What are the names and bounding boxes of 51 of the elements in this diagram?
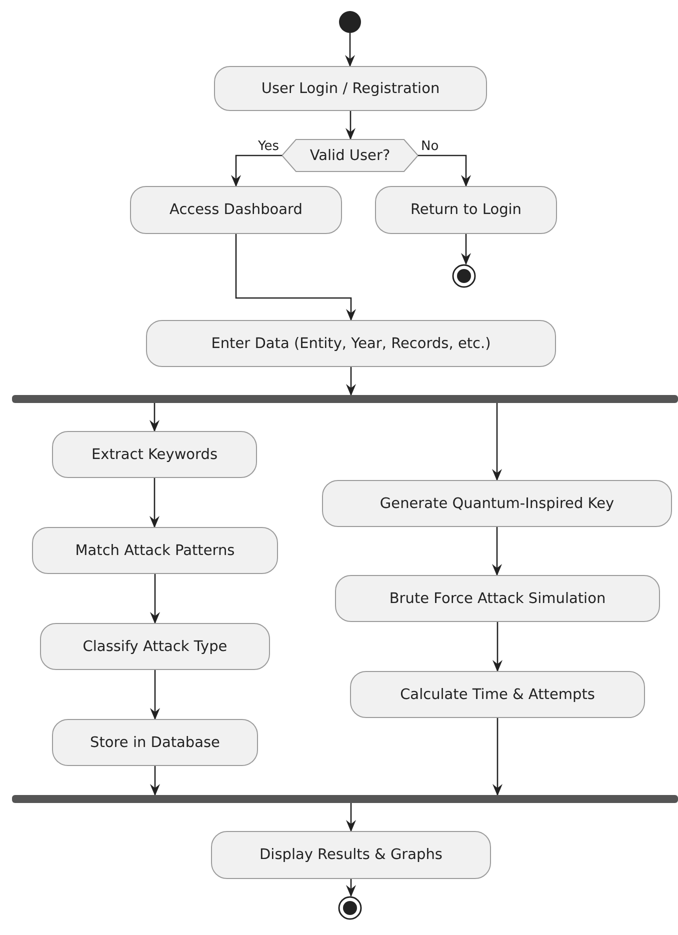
action-box xyxy=(146,320,556,367)
action-box xyxy=(40,623,270,670)
arrow xyxy=(345,33,355,67)
arrow xyxy=(346,879,356,897)
sync-bar xyxy=(12,395,678,403)
end-node xyxy=(338,896,362,920)
arrow xyxy=(150,574,160,624)
action-box xyxy=(335,575,660,622)
node-label: Extract Keywords xyxy=(91,446,218,462)
node-label: User Login / Registration xyxy=(261,80,440,96)
node-label: Generate Quantum-Inspired Key xyxy=(380,496,614,512)
arrow xyxy=(492,718,502,796)
arrow xyxy=(346,367,356,396)
node-label: Enter Data (Entity, Year, Records, etc.) xyxy=(211,336,491,352)
node-label: Brute Force Attack Simulation xyxy=(389,590,606,606)
node-label: Access Dashboard xyxy=(170,202,302,218)
arrow xyxy=(492,622,502,672)
action-box xyxy=(52,719,258,766)
arrow xyxy=(231,154,282,187)
node-label: Calculate Time & Attempts xyxy=(400,686,595,702)
arrow xyxy=(150,670,160,720)
action-box xyxy=(211,831,491,879)
decision-hexagon xyxy=(282,139,418,172)
action-box xyxy=(375,186,557,234)
arrow xyxy=(461,234,471,265)
arrow xyxy=(346,111,356,140)
end-node xyxy=(452,264,476,288)
node-label: Classify Attack Type xyxy=(82,638,228,654)
action-box xyxy=(214,66,487,111)
node-label: Valid User? xyxy=(310,148,390,164)
node-label: Store in Database xyxy=(90,734,220,750)
sync-bar xyxy=(12,795,678,803)
arrow xyxy=(235,234,356,321)
arrow xyxy=(150,403,160,432)
arrow xyxy=(150,478,160,528)
node-label: Return to Login xyxy=(410,202,522,218)
arrow xyxy=(492,403,502,481)
arrow xyxy=(346,803,356,832)
edge-label: Yes xyxy=(257,140,280,154)
start-node xyxy=(339,11,361,33)
arrow xyxy=(418,154,471,187)
action-box xyxy=(52,431,257,478)
action-box xyxy=(32,527,278,574)
arrow xyxy=(150,766,160,796)
node-label: Display Results & Graphs xyxy=(260,847,442,863)
action-box xyxy=(130,186,342,234)
edge-label: No xyxy=(420,140,440,154)
action-box xyxy=(322,480,672,527)
arrow xyxy=(492,527,502,576)
node-label: Match Attack Patterns xyxy=(75,542,235,558)
action-box xyxy=(350,671,645,718)
